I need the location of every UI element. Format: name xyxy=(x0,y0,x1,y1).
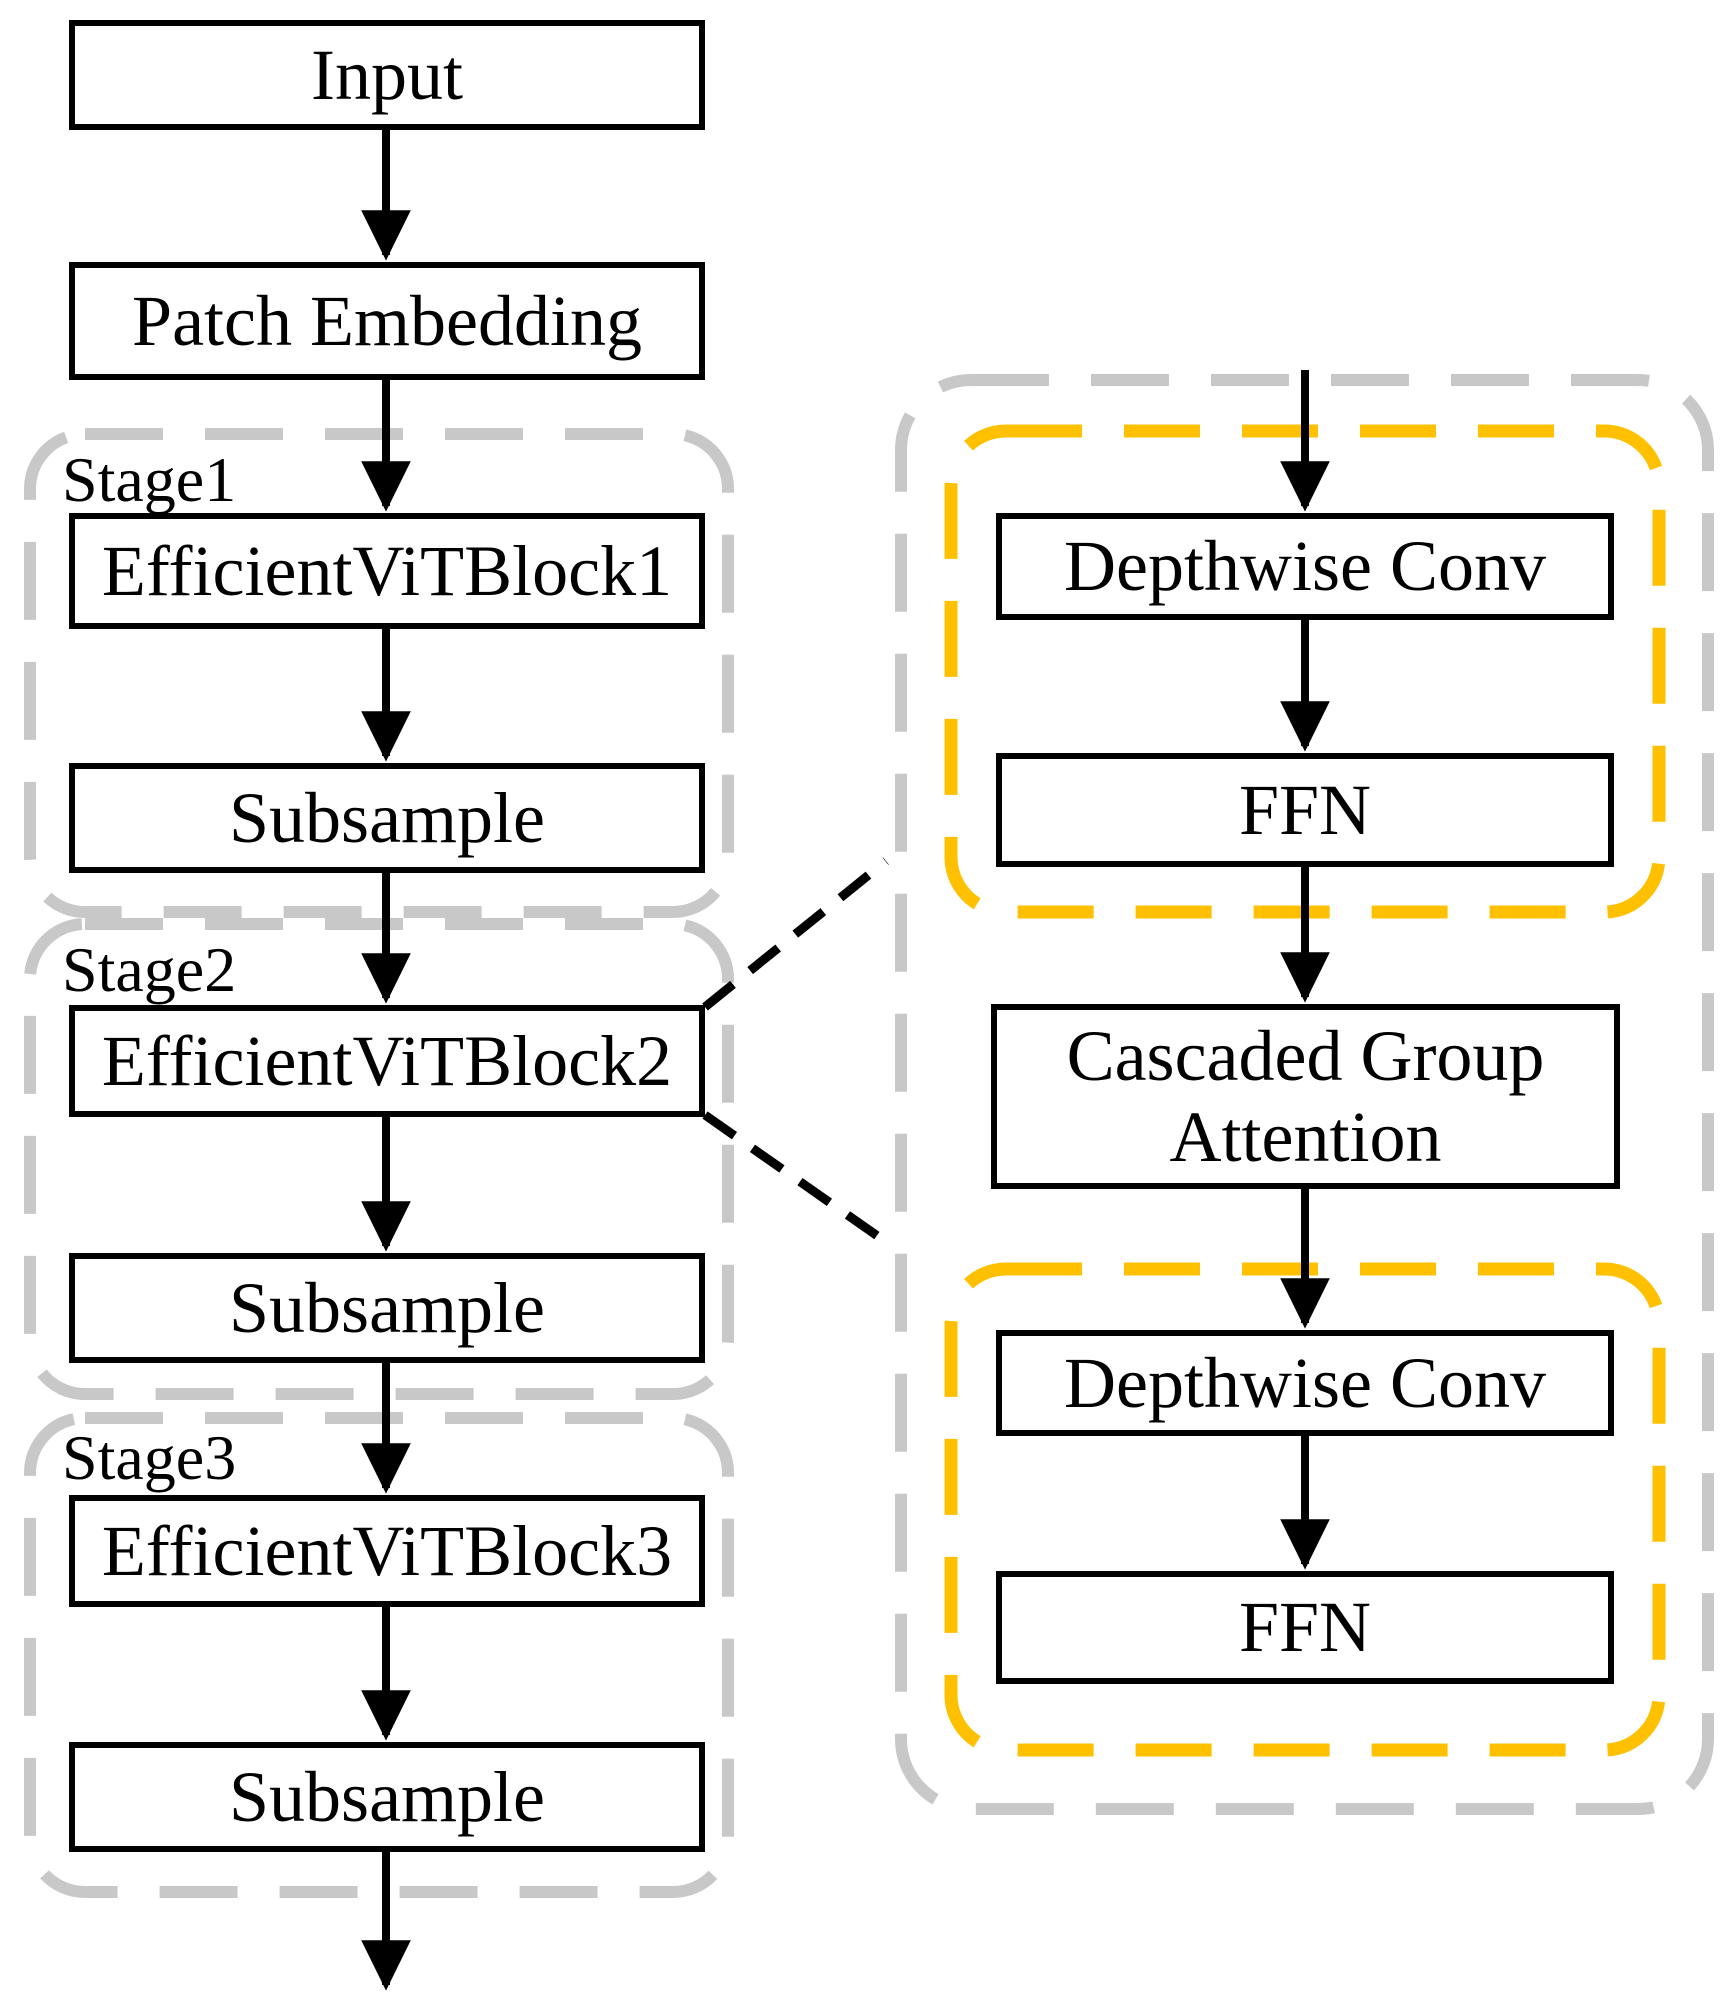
node-efficientvitblock1: EfficientViTBlock1 xyxy=(69,513,705,629)
stage1-group-outline xyxy=(24,428,734,918)
node-subsample2: Subsample xyxy=(69,1253,705,1363)
stage3-group-outline xyxy=(24,1412,734,1898)
node-input: Input xyxy=(69,20,705,130)
node-patch-embedding: Patch Embedding xyxy=(69,262,705,380)
node-efficientvitblock2: EfficientViTBlock2 xyxy=(69,1005,705,1117)
stage2-label: Stage2 xyxy=(62,934,237,1005)
node-depthwise-conv-top: Depthwise Conv xyxy=(996,513,1614,620)
stage2-group-outline xyxy=(24,918,734,1400)
node-subsample3: Subsample xyxy=(69,1742,705,1852)
connector-dashed-upper xyxy=(702,857,889,1011)
node-efficientvitblock3: EfficientViTBlock3 xyxy=(69,1495,705,1607)
stage1-label: Stage1 xyxy=(62,444,237,515)
node-ffn-top: FFN xyxy=(996,753,1614,867)
node-depthwise-conv-bottom: Depthwise Conv xyxy=(996,1330,1614,1436)
connector-dashed-lower xyxy=(702,1111,889,1246)
node-ffn-bottom: FFN xyxy=(996,1571,1614,1684)
node-cascaded-group-attention: Cascaded Group Attention xyxy=(991,1004,1620,1189)
stage3-label: Stage3 xyxy=(62,1422,237,1493)
node-subsample1: Subsample xyxy=(69,763,705,873)
